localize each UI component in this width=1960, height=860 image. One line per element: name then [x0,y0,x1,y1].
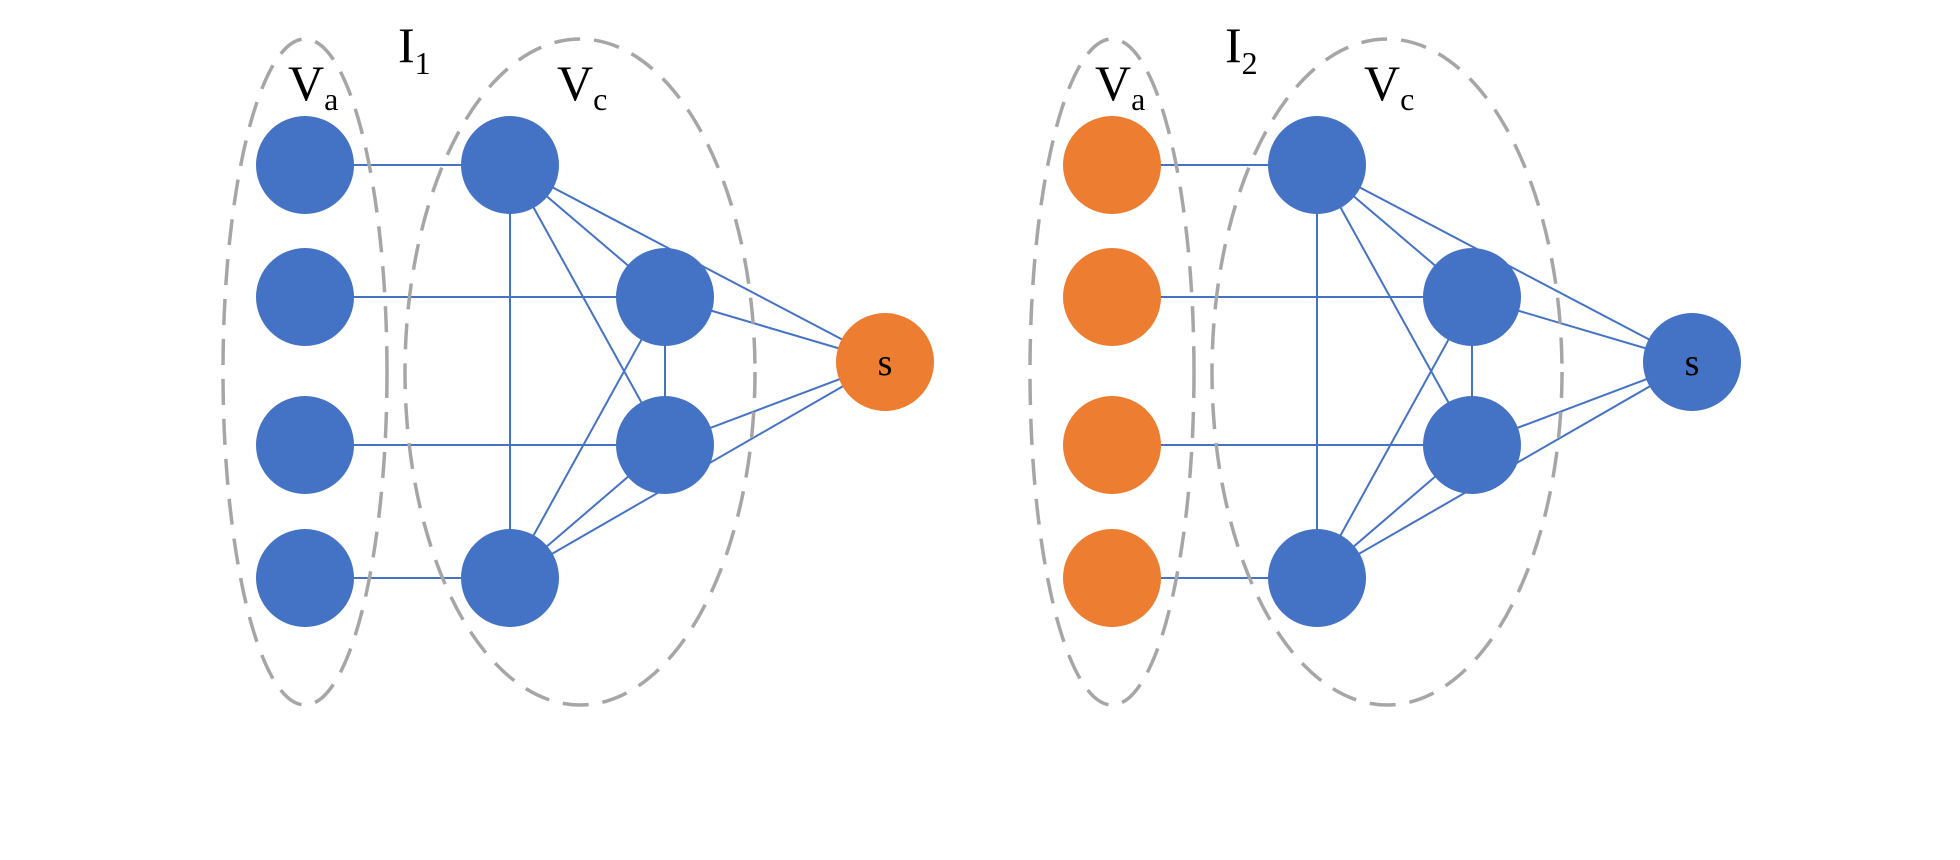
edge-c1-c3 [1316,296,1473,579]
panel-i2: s I2 Va Vc [1028,17,1741,707]
edges [305,164,886,579]
group-va-label: Va [1095,55,1145,117]
panel-title: I2 [1225,17,1258,81]
group-va-outline [1028,37,1196,707]
nodes: s [256,116,934,627]
group-va-label: Va [288,55,338,117]
group-vc-label: Vc [1364,55,1414,117]
node-c0 [461,116,559,214]
nodes: s [1063,116,1741,627]
node-a2 [256,396,354,494]
panel-i1: s I1 Va Vc [221,17,934,707]
node-c2 [1423,396,1521,494]
node-a3 [256,529,354,627]
node-c0 [1268,116,1366,214]
edge-c0-c2 [1316,164,1473,446]
node-a1 [256,248,354,346]
node-s [836,313,934,411]
node-s-label: s [1685,342,1700,384]
node-c3 [461,529,559,627]
node-s [1643,313,1741,411]
node-a0 [256,116,354,214]
node-c1 [616,248,714,346]
edge-c0-c2 [509,164,666,446]
node-s-label: s [878,342,893,384]
edges [1112,164,1693,579]
node-a2 [1063,396,1161,494]
node-c2 [616,396,714,494]
node-c1 [1423,248,1521,346]
node-a3 [1063,529,1161,627]
group-vc-outline [403,37,757,707]
edge-c1-c3 [509,296,666,579]
group-vc-outline [1210,37,1564,707]
group-va-outline [221,37,389,707]
node-a0 [1063,116,1161,214]
node-a1 [1063,248,1161,346]
group-vc-label: Vc [557,55,607,117]
panel-title: I1 [398,17,431,81]
node-c3 [1268,529,1366,627]
